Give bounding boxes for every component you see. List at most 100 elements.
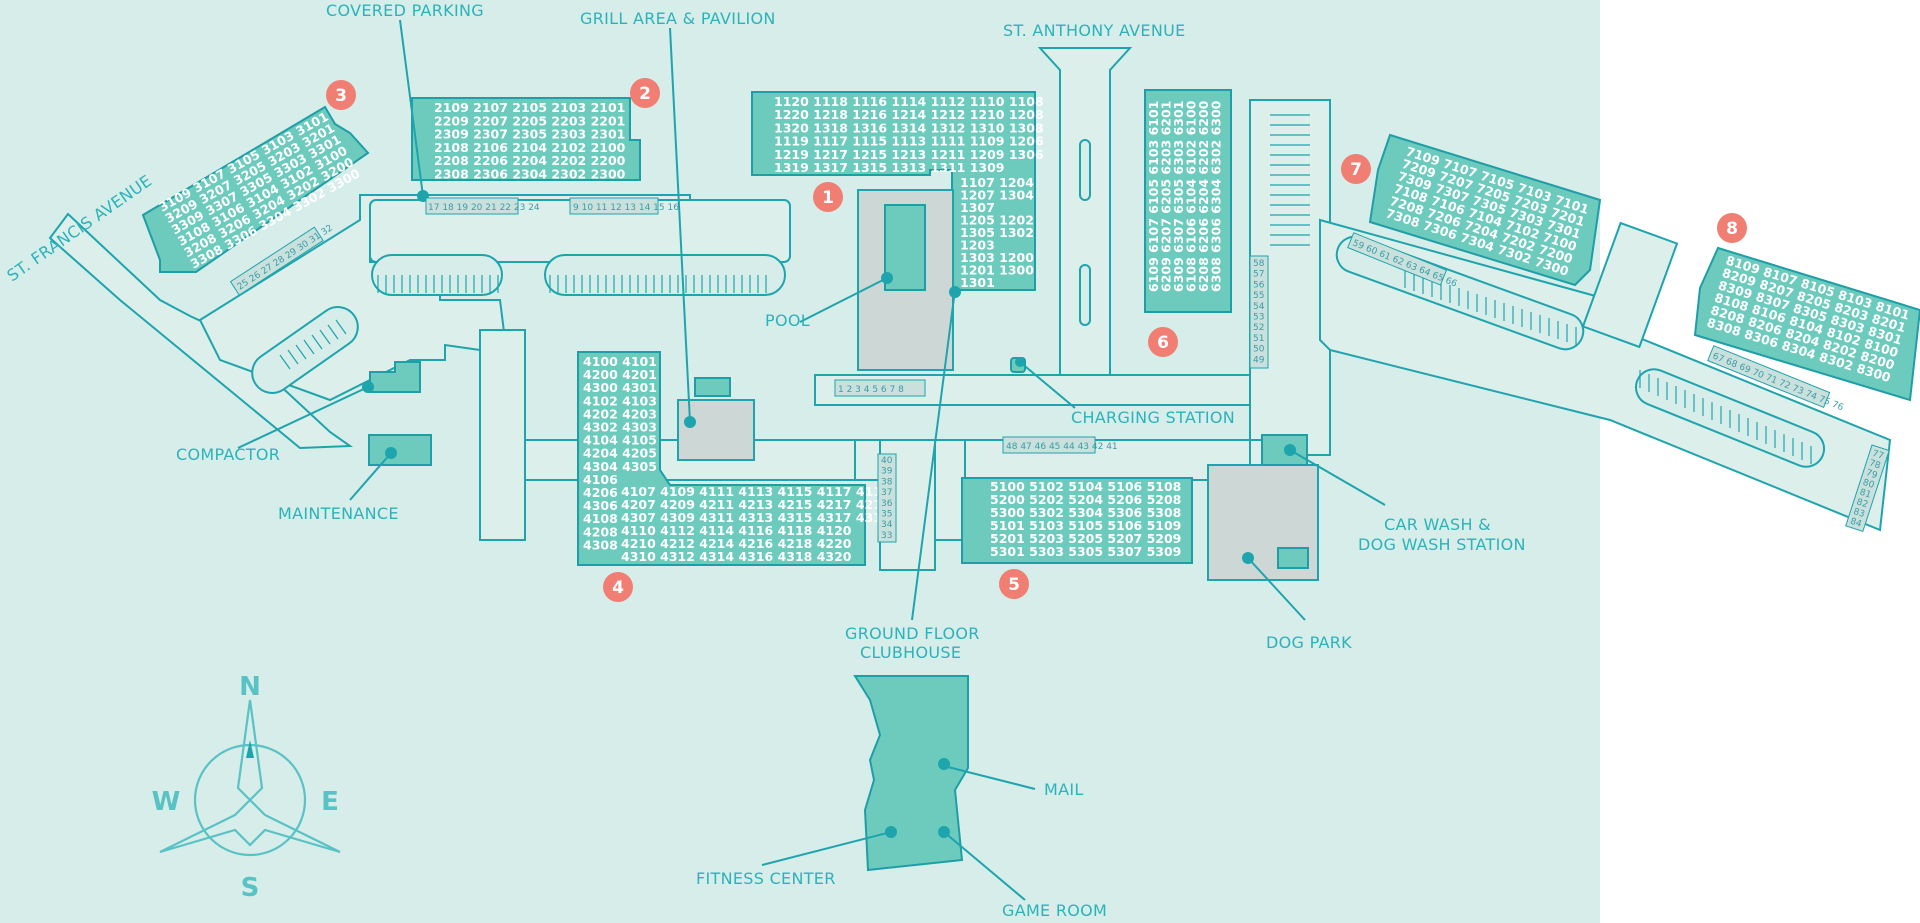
unit-line: 1207 1304 [960,188,1034,203]
unit-line: 4300 4301 [583,380,657,395]
unit-line: 78 [1868,458,1882,471]
maintenance-dot [385,447,397,459]
unit-line: 5201 5203 5205 5207 5209 [990,531,1181,546]
badge-3: 3 [326,80,356,110]
unit-line: 4304 4305 [583,459,657,474]
unit-line: 1203 [960,238,995,253]
unit-line: 4110 4112 4114 4116 4118 4120 [621,523,852,538]
unit-line: 81 [1858,488,1872,501]
unit-line: 82 [1855,497,1869,510]
unit-line: 2309 2307 2305 2303 2301 [434,127,625,142]
car-wash-building [1261,434,1308,466]
svg-text:5: 5 [1008,575,1020,595]
car-wash-label: CAR WASH & [1384,515,1491,534]
parking-numbers-17-24: 17 18 19 20 21 22 23 24 [428,203,540,213]
unit-line: 84 [1849,517,1863,530]
unit-line: 4302 4303 [583,420,657,435]
unit-line: 1307 [960,200,995,215]
unit-line: 1303 1200 [960,250,1034,265]
unit-line: 4200 4201 [583,367,657,382]
unit-line: 4306 [583,498,618,513]
unit-line: 1201 1300 [960,263,1034,278]
unit-line: 4107 4109 4111 4113 4115 4117 4119 [621,484,891,499]
parking-stall [327,324,339,340]
island-5 [1079,264,1091,326]
unit-line: 4106 [583,472,618,487]
badge-7: 7 [1341,154,1371,184]
unit-line: 4102 4103 [583,393,657,408]
unit-line: 39 [881,467,893,477]
game-room-label: GAME ROOM [1002,901,1107,920]
unit-line: 2308 2306 2304 2302 2300 [434,167,626,182]
leader-lines [237,19,1386,901]
parking-stall [319,329,331,345]
charging-dot [1015,357,1025,367]
unit-line: 56 [1253,280,1265,290]
ground-floor-label: GROUND FLOOR [845,624,980,643]
svg-text:7: 7 [1350,160,1362,180]
building-1 [751,91,1036,291]
parking-stall [295,344,307,360]
unit-line: 40 [881,456,893,466]
mail-label: MAIL [1044,780,1084,799]
compass-s: S [241,873,260,903]
building-3 [141,105,370,273]
unit-line: 38 [881,477,893,487]
west-connector [479,329,526,541]
building-5 [961,477,1193,564]
unit-line: 4310 4312 4314 4316 4318 4320 [621,549,852,564]
building-8-units: 8109 8107 8105 8103 81018209 8207 8205 8… [1705,253,1912,386]
unit-line: 83 [1852,507,1866,520]
pool-label: POOL [765,311,810,330]
unit-line: 5300 5302 5304 5306 5308 [990,505,1181,520]
fitness-dot [885,826,897,838]
parking-stall [311,334,323,350]
unit-line: 58 [1253,259,1265,269]
unit-line: 1305 1302 [960,225,1034,240]
grill-pavilion [677,399,755,461]
clubhouse-label: CLUBHOUSE [860,643,961,662]
unit-line: 4202 4203 [583,406,657,421]
dog-wash-label: DOG WASH STATION [1358,535,1526,554]
dog-park-dot [1242,552,1254,564]
badge-5: 5 [999,569,1029,599]
north-arrow-icon [246,740,254,758]
building-7 [1368,133,1602,287]
unit-line: 1319 1317 1315 1313 1311 1309 [774,160,1005,175]
grill-dot [684,416,696,428]
parking-stalls [279,114,1812,464]
ground-floor-clubhouse [853,675,969,872]
grill-area-label: GRILL AREA & PAVILION [580,9,776,28]
unit-line: 79 [1865,468,1879,481]
parking-numbers-1-8: 1 2 3 4 5 6 7 8 [838,385,904,395]
unit-line: 6309 6307 6305 6303 6301 [1171,101,1186,292]
unit-line: 49 [1253,355,1265,365]
st-anthony-avenue-label: ST. ANTHONY AVENUE [1003,21,1186,40]
maintenance-label: MAINTENANCE [278,504,399,523]
unit-line: 5200 5202 5204 5206 5208 [990,492,1181,507]
unit-line: 1107 1204 [960,175,1034,190]
svg-text:8: 8 [1726,219,1738,239]
unit-line: 4207 4209 4211 4213 4215 4217 4219 [621,497,891,512]
unit-line: 1119 1117 1115 1113 1111 1109 1206 [774,134,1044,149]
unit-line: 80 [1861,478,1875,491]
building-4 [577,351,866,566]
unit-line: 1120 1118 1116 1114 1112 1110 1108 [774,94,1044,109]
building-badges: 1 2 3 4 5 6 7 8 [326,78,1747,602]
unit-line: 5101 5103 5105 5106 5109 [990,518,1181,533]
unit-line: 54 [1253,302,1265,312]
covered-parking-label: COVERED PARKING [326,1,484,20]
charging-station-label: CHARGING STATION [1071,408,1235,427]
unit-line: 2109 2107 2105 2103 2101 [434,100,625,115]
compass-e: E [321,787,339,817]
building-8 [1693,246,1920,402]
unit-line: 36 [881,499,893,509]
